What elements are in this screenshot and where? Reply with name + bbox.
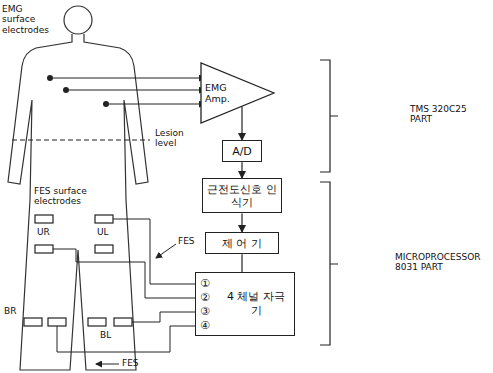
part-bracket (320, 182, 338, 345)
fes-electrode (24, 318, 42, 326)
fes-wire (113, 219, 195, 284)
signal-connector (241, 213, 242, 232)
amplifier-label: EMG Amp. (205, 82, 241, 105)
recognizer-box: 근전도신호 인식기 (202, 178, 282, 213)
electrode-name: UR (37, 227, 57, 237)
body-outline (8, 34, 148, 370)
electrode-name: UL (97, 227, 117, 237)
electrode-label: FES surface electrodes (34, 186, 118, 207)
fes-electrode (114, 318, 132, 326)
converter-label: A/D (232, 145, 252, 158)
stimulator-label: 4 체널 자극기 (222, 290, 290, 316)
signal-connector (241, 254, 242, 272)
fes-wire (57, 326, 195, 352)
fes-arrow (156, 244, 176, 258)
part-label: MICROPROCESSOR 8031 PART (395, 252, 491, 273)
channel-number: ① (200, 278, 210, 290)
controller-box: 제 어 기 (205, 232, 279, 254)
part-bracket (320, 60, 338, 172)
emg-wire (53, 78, 205, 79)
fes-electrode (48, 318, 66, 326)
lesion-label: Lesion level (155, 128, 193, 149)
recognizer-label: 근전도신호 인식기 (207, 183, 277, 209)
electrode-label: EMG surface electrodes (2, 4, 58, 35)
fes-electrode (88, 318, 106, 326)
amplifier-triangle: EMG Amp. (200, 62, 275, 124)
signal-label: FES (178, 236, 198, 246)
channel-number: ④ (200, 320, 210, 332)
fes-electrode (95, 245, 113, 253)
emg-wire (69, 90, 205, 91)
emg-electrode (47, 75, 53, 81)
channel-number: ③ (200, 306, 210, 318)
fes-arrow (96, 364, 119, 365)
channel-number: ② (200, 292, 210, 304)
converter-box: A/D (222, 140, 262, 162)
signal-connector (241, 162, 242, 178)
fes-electrode (95, 215, 113, 223)
stimulator-box: ① ② ③ ④ 4 체널 자극기 (195, 272, 295, 336)
electrode-name: BR (4, 306, 22, 316)
electrode-name: BL (100, 330, 120, 340)
emg-wire (109, 104, 205, 105)
fes-electrode (35, 245, 53, 253)
emg-electrode (63, 87, 69, 93)
fes-wire (53, 249, 195, 298)
emg-electrode (103, 101, 109, 107)
signal-connector (241, 107, 242, 140)
part-label: TMS 320C25 PART (410, 104, 472, 125)
lesion-line (12, 139, 150, 140)
head-outline (64, 6, 92, 34)
controller-label: 제 어 기 (222, 237, 262, 250)
fes-electrode (35, 215, 53, 223)
amplifier-outline (201, 63, 274, 123)
signal-label: FES (122, 358, 144, 368)
fes-wire (132, 312, 195, 322)
